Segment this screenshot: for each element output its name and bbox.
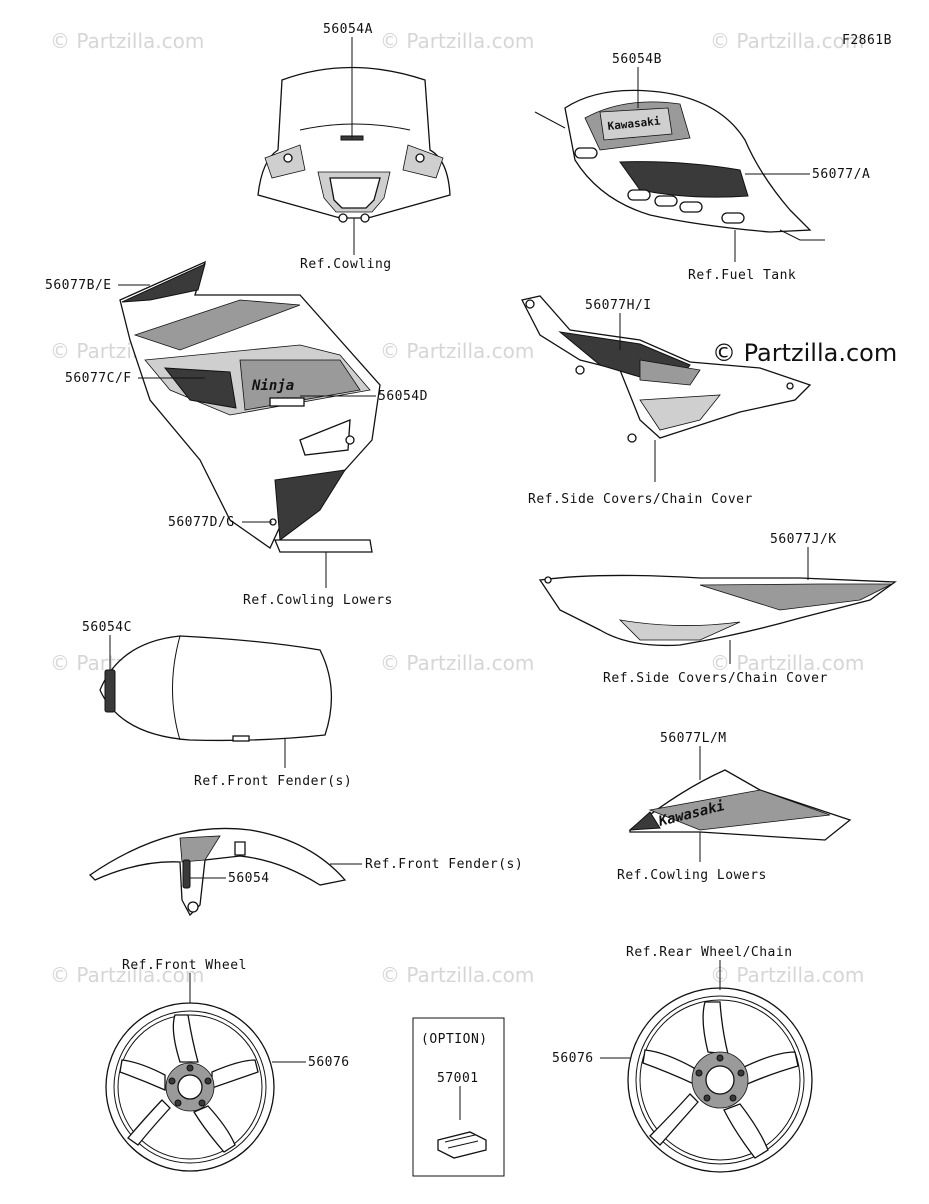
part-number-56054A[interactable]: 56054A [323,22,373,37]
part-number-56077J-K[interactable]: 56077J/K [770,532,837,547]
rear-wheel-decal-56076[interactable] [627,987,813,1173]
watermark-text: © Partzilla.com [710,651,864,675]
ref-front-fender-label[interactable]: Ref.Front Fender(s) [194,774,352,789]
ref-rear-wheel-label[interactable]: Ref.Rear Wheel/Chain [626,945,793,960]
side-cover-decals-56077J-K[interactable] [538,574,897,647]
part-number-56076-front[interactable]: 56076 [308,1055,350,1070]
ref-cowling-label[interactable]: Ref.Cowling [300,257,392,272]
watermark-text: © Partzilla.com [50,963,204,987]
copyright-notice: © Partzilla.com [712,339,897,367]
watermark-text: © Partzilla.com [380,339,534,363]
fuel-tank-decal-56054B[interactable]: Kawasaki [534,89,825,241]
figure-code: F2861B [842,33,892,48]
part-number-56077-A[interactable]: 56077/A [812,167,870,182]
part-number-56077C-F[interactable]: 56077C/F [65,371,132,386]
watermark-text: © Partzilla.com [380,963,534,987]
part-number-56077H-I[interactable]: 56077H/I [585,298,652,313]
watermark-text: © Partzilla.com [380,651,534,675]
option-label: (OPTION) [421,1032,488,1047]
part-number-56054B[interactable]: 56054B [612,52,662,67]
ninja-decal-text: Ninja [251,378,294,394]
side-cover-decals-56077H-I[interactable] [521,295,812,443]
ref-front-fender-label[interactable]: Ref.Front Fender(s) [365,857,523,872]
part-number-56054D[interactable]: 56054D [378,389,428,404]
ref-front-wheel-label[interactable]: Ref.Front Wheel [122,958,247,973]
ref-side-covers-label[interactable]: Ref.Side Covers/Chain Cover [603,671,828,686]
watermark-text: © Partzilla.com [380,29,534,53]
ref-cowling-lowers-label[interactable]: Ref.Cowling Lowers [243,593,393,608]
lower-cowling-decals-56077L-M[interactable]: Kawasaki [628,769,852,841]
front-wheel-decal-56076[interactable] [105,1002,275,1172]
ref-fuel-tank-label[interactable]: Ref.Fuel Tank [688,268,796,283]
watermark-text: © Partzilla.com [710,29,864,53]
part-number-56054[interactable]: 56054 [228,871,270,886]
part-number-56077B-E[interactable]: 56077B/E [45,278,112,293]
side-fairing-decals-56077B-E[interactable]: Ninja [119,260,381,553]
ref-side-covers-label[interactable]: Ref.Side Covers/Chain Cover [528,492,753,507]
part-number-56076-rear[interactable]: 56076 [552,1051,594,1066]
front-fender-decal-56054[interactable] [88,827,347,917]
clip-57001[interactable] [437,1131,487,1159]
part-number-56077L-M[interactable]: 56077L/M [660,731,727,746]
part-number-57001[interactable]: 57001 [437,1071,479,1086]
part-number-56054C[interactable]: 56054C [82,620,132,635]
upper-cowling-decal-56054A[interactable] [257,66,451,223]
front-fender-decal-56054C[interactable] [99,635,333,742]
watermark-text: © Partzilla.com [710,963,864,987]
part-number-56077D-G[interactable]: 56077D/G [168,515,235,530]
ref-cowling-lowers-label[interactable]: Ref.Cowling Lowers [617,868,767,883]
watermark-text: © Partzilla.com [50,29,204,53]
kawasaki-decal-text: Kawasaki [607,114,661,133]
